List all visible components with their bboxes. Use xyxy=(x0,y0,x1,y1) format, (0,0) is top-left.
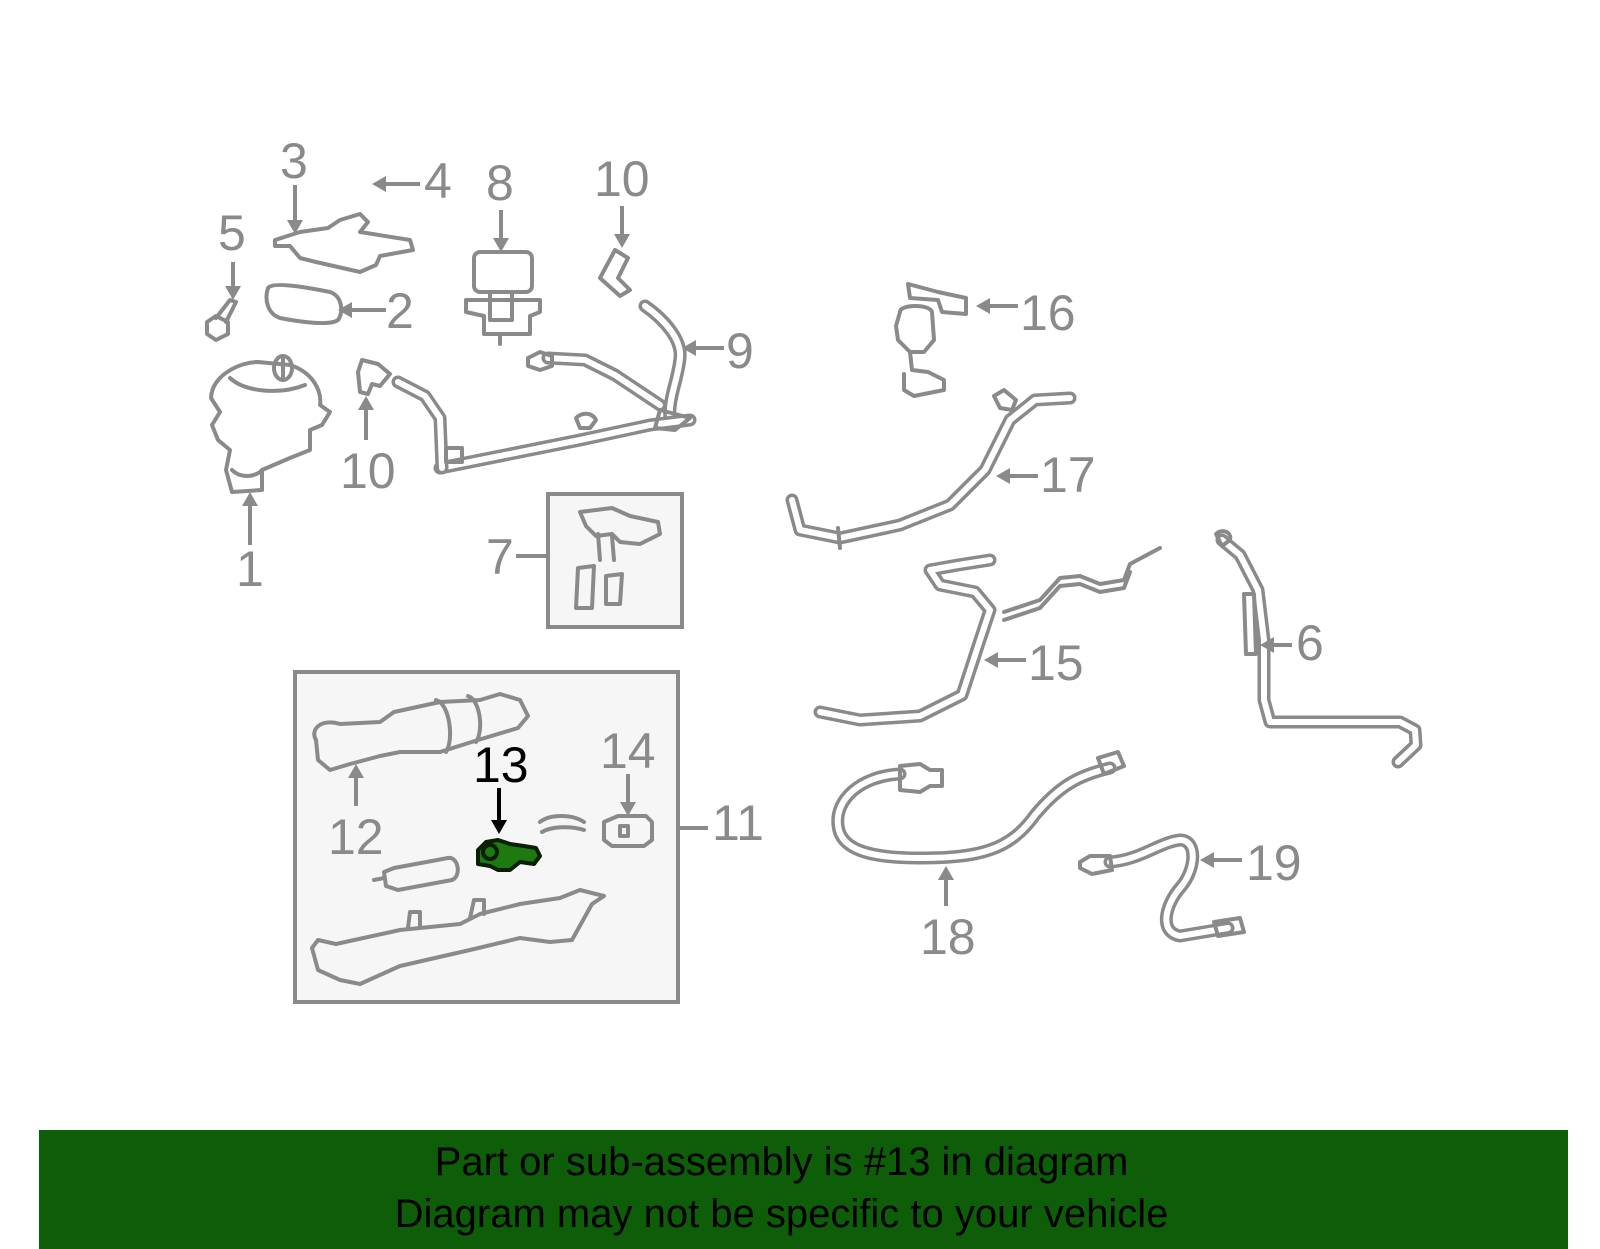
mounting-bracket[interactable] xyxy=(310,888,606,986)
part-info-banner: Part or sub-assembly is #13 in diagram D… xyxy=(39,1130,1568,1249)
callout-10-upper: 10 xyxy=(594,151,650,207)
filter-element[interactable] xyxy=(372,855,460,892)
callout-4: 4 xyxy=(424,153,452,209)
callout-3: 3 xyxy=(280,133,308,189)
callout-15: 15 xyxy=(1028,635,1084,691)
callout-17: 17 xyxy=(1040,447,1096,503)
part-2-gasket[interactable] xyxy=(264,283,344,326)
callout-2: 2 xyxy=(386,283,414,339)
hose-piece[interactable] xyxy=(538,814,586,834)
part-7-kit[interactable] xyxy=(574,506,662,610)
part-14-connector[interactable] xyxy=(602,814,654,848)
leader-lines xyxy=(225,176,1292,906)
part-3-valve[interactable] xyxy=(273,212,415,274)
part-10-connector-upper[interactable] xyxy=(598,248,632,298)
part-6-hose[interactable] xyxy=(1214,529,1423,769)
callout-11: 11 xyxy=(712,795,764,851)
callout-8: 8 xyxy=(486,155,514,211)
callout-5: 5 xyxy=(218,205,246,261)
part-9-harness[interactable] xyxy=(391,299,697,475)
part-8-solenoid[interactable] xyxy=(464,250,542,346)
callout-13: 13 xyxy=(473,737,529,793)
part-18-oxygen-sensor[interactable] xyxy=(831,750,1126,865)
callout-1: 1 xyxy=(236,541,264,597)
part-17-hose[interactable] xyxy=(785,388,1077,550)
part-15-hose[interactable] xyxy=(813,546,1162,727)
callout-9: 9 xyxy=(726,323,754,379)
part-10-connector-lower[interactable] xyxy=(356,358,392,396)
part-13-highlighted[interactable] xyxy=(476,838,542,872)
part-12-motor[interactable] xyxy=(312,692,530,772)
callout-19: 19 xyxy=(1246,835,1302,891)
part-16-valve[interactable] xyxy=(894,282,968,398)
callout-14: 14 xyxy=(600,723,656,779)
callout-18: 18 xyxy=(920,909,976,965)
callout-7: 7 xyxy=(486,529,514,585)
callout-6: 6 xyxy=(1296,615,1324,671)
banner-line-1: Part or sub-assembly is #13 in diagram xyxy=(434,1140,1129,1184)
callout-10-lower: 10 xyxy=(340,443,396,499)
part-19-oxygen-sensor[interactable] xyxy=(1078,833,1246,943)
part-5-bolt[interactable] xyxy=(205,298,238,342)
part-1-air-pump[interactable] xyxy=(209,354,332,494)
callout-12: 12 xyxy=(328,809,384,865)
callout-16: 16 xyxy=(1020,285,1076,341)
banner-line-2: Diagram may not be specific to your vehi… xyxy=(394,1192,1169,1236)
